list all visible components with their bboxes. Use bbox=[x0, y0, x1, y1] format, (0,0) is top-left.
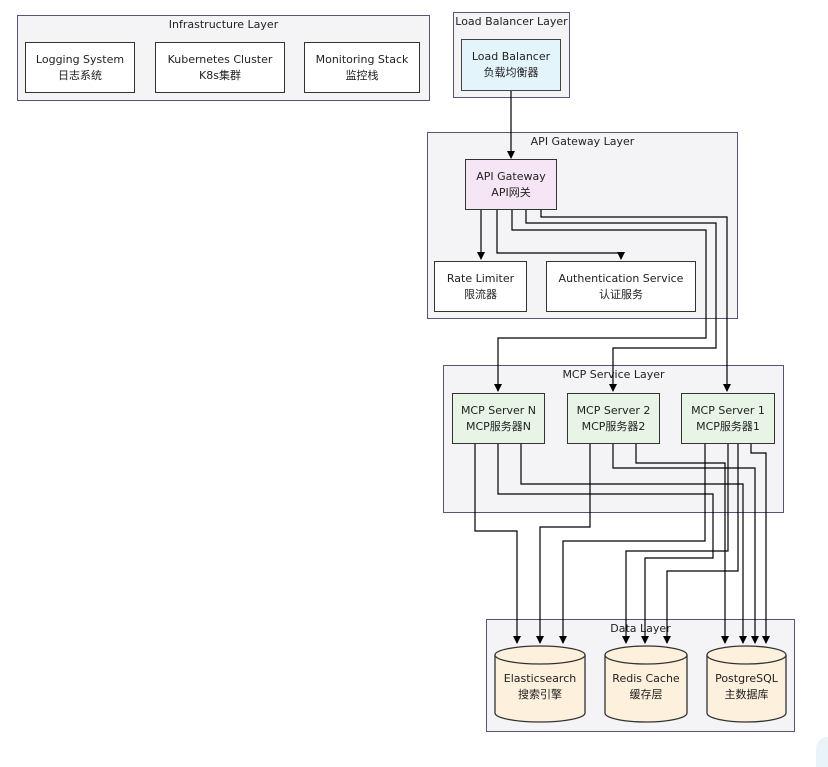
kubernetes-cluster-node[interactable]: Kubernetes Cluster K8s集群 bbox=[155, 42, 285, 93]
logging-system-label: Logging System bbox=[35, 52, 125, 66]
edge-gateway-to-mcp-1 bbox=[540, 209, 731, 392]
logging-system-sublabel: 日志系统 bbox=[58, 68, 102, 82]
api-gateway-layer-title: API Gateway Layer bbox=[530, 135, 635, 148]
database-cylinder-icon bbox=[604, 645, 688, 723]
mcp-server-2-label: MCP Server 2 bbox=[576, 403, 651, 417]
mcp-server-n-label: MCP Server N bbox=[460, 403, 537, 417]
load-balancer-layer-title: Load Balancer Layer bbox=[455, 15, 568, 28]
infrastructure-layer-title: Infrastructure Layer bbox=[168, 18, 279, 31]
mcp-server-1-node[interactable]: MCP Server 1 MCP服务器1 bbox=[681, 393, 775, 444]
edge-gateway-to-auth bbox=[496, 209, 625, 260]
database-cylinder-icon bbox=[494, 645, 586, 723]
edge-mcpn-to-es bbox=[474, 443, 521, 644]
edge-mcp1-to-redis bbox=[622, 443, 729, 644]
elasticsearch-label: Elasticsearch bbox=[503, 672, 577, 685]
edge-mcp1-to-es bbox=[559, 443, 706, 644]
postgresql-label: PostgreSQL bbox=[715, 672, 778, 685]
postgresql-sublabel: 主数据库 bbox=[724, 688, 769, 701]
edge-gateway-to-mcp-2 bbox=[525, 209, 717, 392]
kubernetes-cluster-sublabel: K8s集群 bbox=[199, 68, 241, 82]
edge-gateway-to-mcp-n bbox=[494, 209, 707, 392]
redis-cache-sublabel: 缓存层 bbox=[629, 688, 663, 701]
mcp-server-n-node[interactable]: MCP Server N MCP服务器N bbox=[452, 393, 545, 444]
elasticsearch-database-node[interactable]: Elasticsearch 搜索引擎 bbox=[494, 645, 586, 723]
edge-mcpn-to-redis bbox=[497, 443, 714, 644]
database-cylinder-icon bbox=[706, 645, 787, 723]
mcp-server-2-sublabel: MCP服务器2 bbox=[581, 419, 646, 433]
kubernetes-cluster-label: Kubernetes Cluster bbox=[167, 52, 273, 66]
rate-limiter-label: Rate Limiter bbox=[446, 271, 515, 285]
load-balancer-sublabel: 负载均衡器 bbox=[483, 66, 539, 79]
api-gateway-node[interactable]: API Gateway API网关 bbox=[465, 159, 557, 210]
mcp-server-n-sublabel: MCP服务器N bbox=[465, 419, 532, 433]
edge-mcpn-to-pg bbox=[520, 443, 747, 644]
authentication-service-sublabel: 认证服务 bbox=[599, 287, 643, 301]
api-gateway-sublabel: API网关 bbox=[491, 185, 531, 199]
data-layer-title: Data Layer bbox=[610, 622, 671, 635]
mcp-server-2-node[interactable]: MCP Server 2 MCP服务器2 bbox=[567, 393, 660, 444]
rate-limiter-node[interactable]: Rate Limiter 限流器 bbox=[434, 261, 527, 312]
edge-mcp2-to-pg bbox=[635, 443, 729, 644]
edge-mcp1-to-pg bbox=[750, 443, 770, 644]
authentication-service-node[interactable]: Authentication Service 认证服务 bbox=[546, 261, 696, 312]
postgresql-database-node[interactable]: PostgreSQL 主数据库 bbox=[706, 645, 787, 723]
monitoring-stack-label: Monitoring Stack bbox=[315, 52, 409, 66]
redis-cache-label: Redis Cache bbox=[612, 672, 680, 685]
edge-mcp2-to-es bbox=[536, 443, 591, 644]
monitoring-stack-sublabel: 监控栈 bbox=[345, 68, 379, 82]
logging-system-node[interactable]: Logging System 日志系统 bbox=[25, 42, 135, 93]
corner-decoration bbox=[816, 737, 828, 767]
api-gateway-label: API Gateway bbox=[476, 169, 546, 183]
edge-mcp2-to-redis bbox=[612, 443, 759, 644]
mcp-server-1-sublabel: MCP服务器1 bbox=[696, 419, 760, 433]
mcp-server-1-label: MCP Server 1 bbox=[691, 403, 765, 417]
edge-mcp1-to-redis-2 bbox=[663, 443, 739, 644]
redis-cache-database-node[interactable]: Redis Cache 缓存层 bbox=[604, 645, 688, 723]
load-balancer-label: Load Balancer bbox=[471, 50, 551, 63]
authentication-service-label: Authentication Service bbox=[558, 271, 684, 285]
load-balancer-node[interactable]: Load Balancer 负载均衡器 bbox=[461, 39, 561, 91]
rate-limiter-sublabel: 限流器 bbox=[464, 287, 497, 301]
monitoring-stack-node[interactable]: Monitoring Stack 监控栈 bbox=[304, 42, 420, 93]
elasticsearch-sublabel: 搜索引擎 bbox=[518, 688, 562, 701]
